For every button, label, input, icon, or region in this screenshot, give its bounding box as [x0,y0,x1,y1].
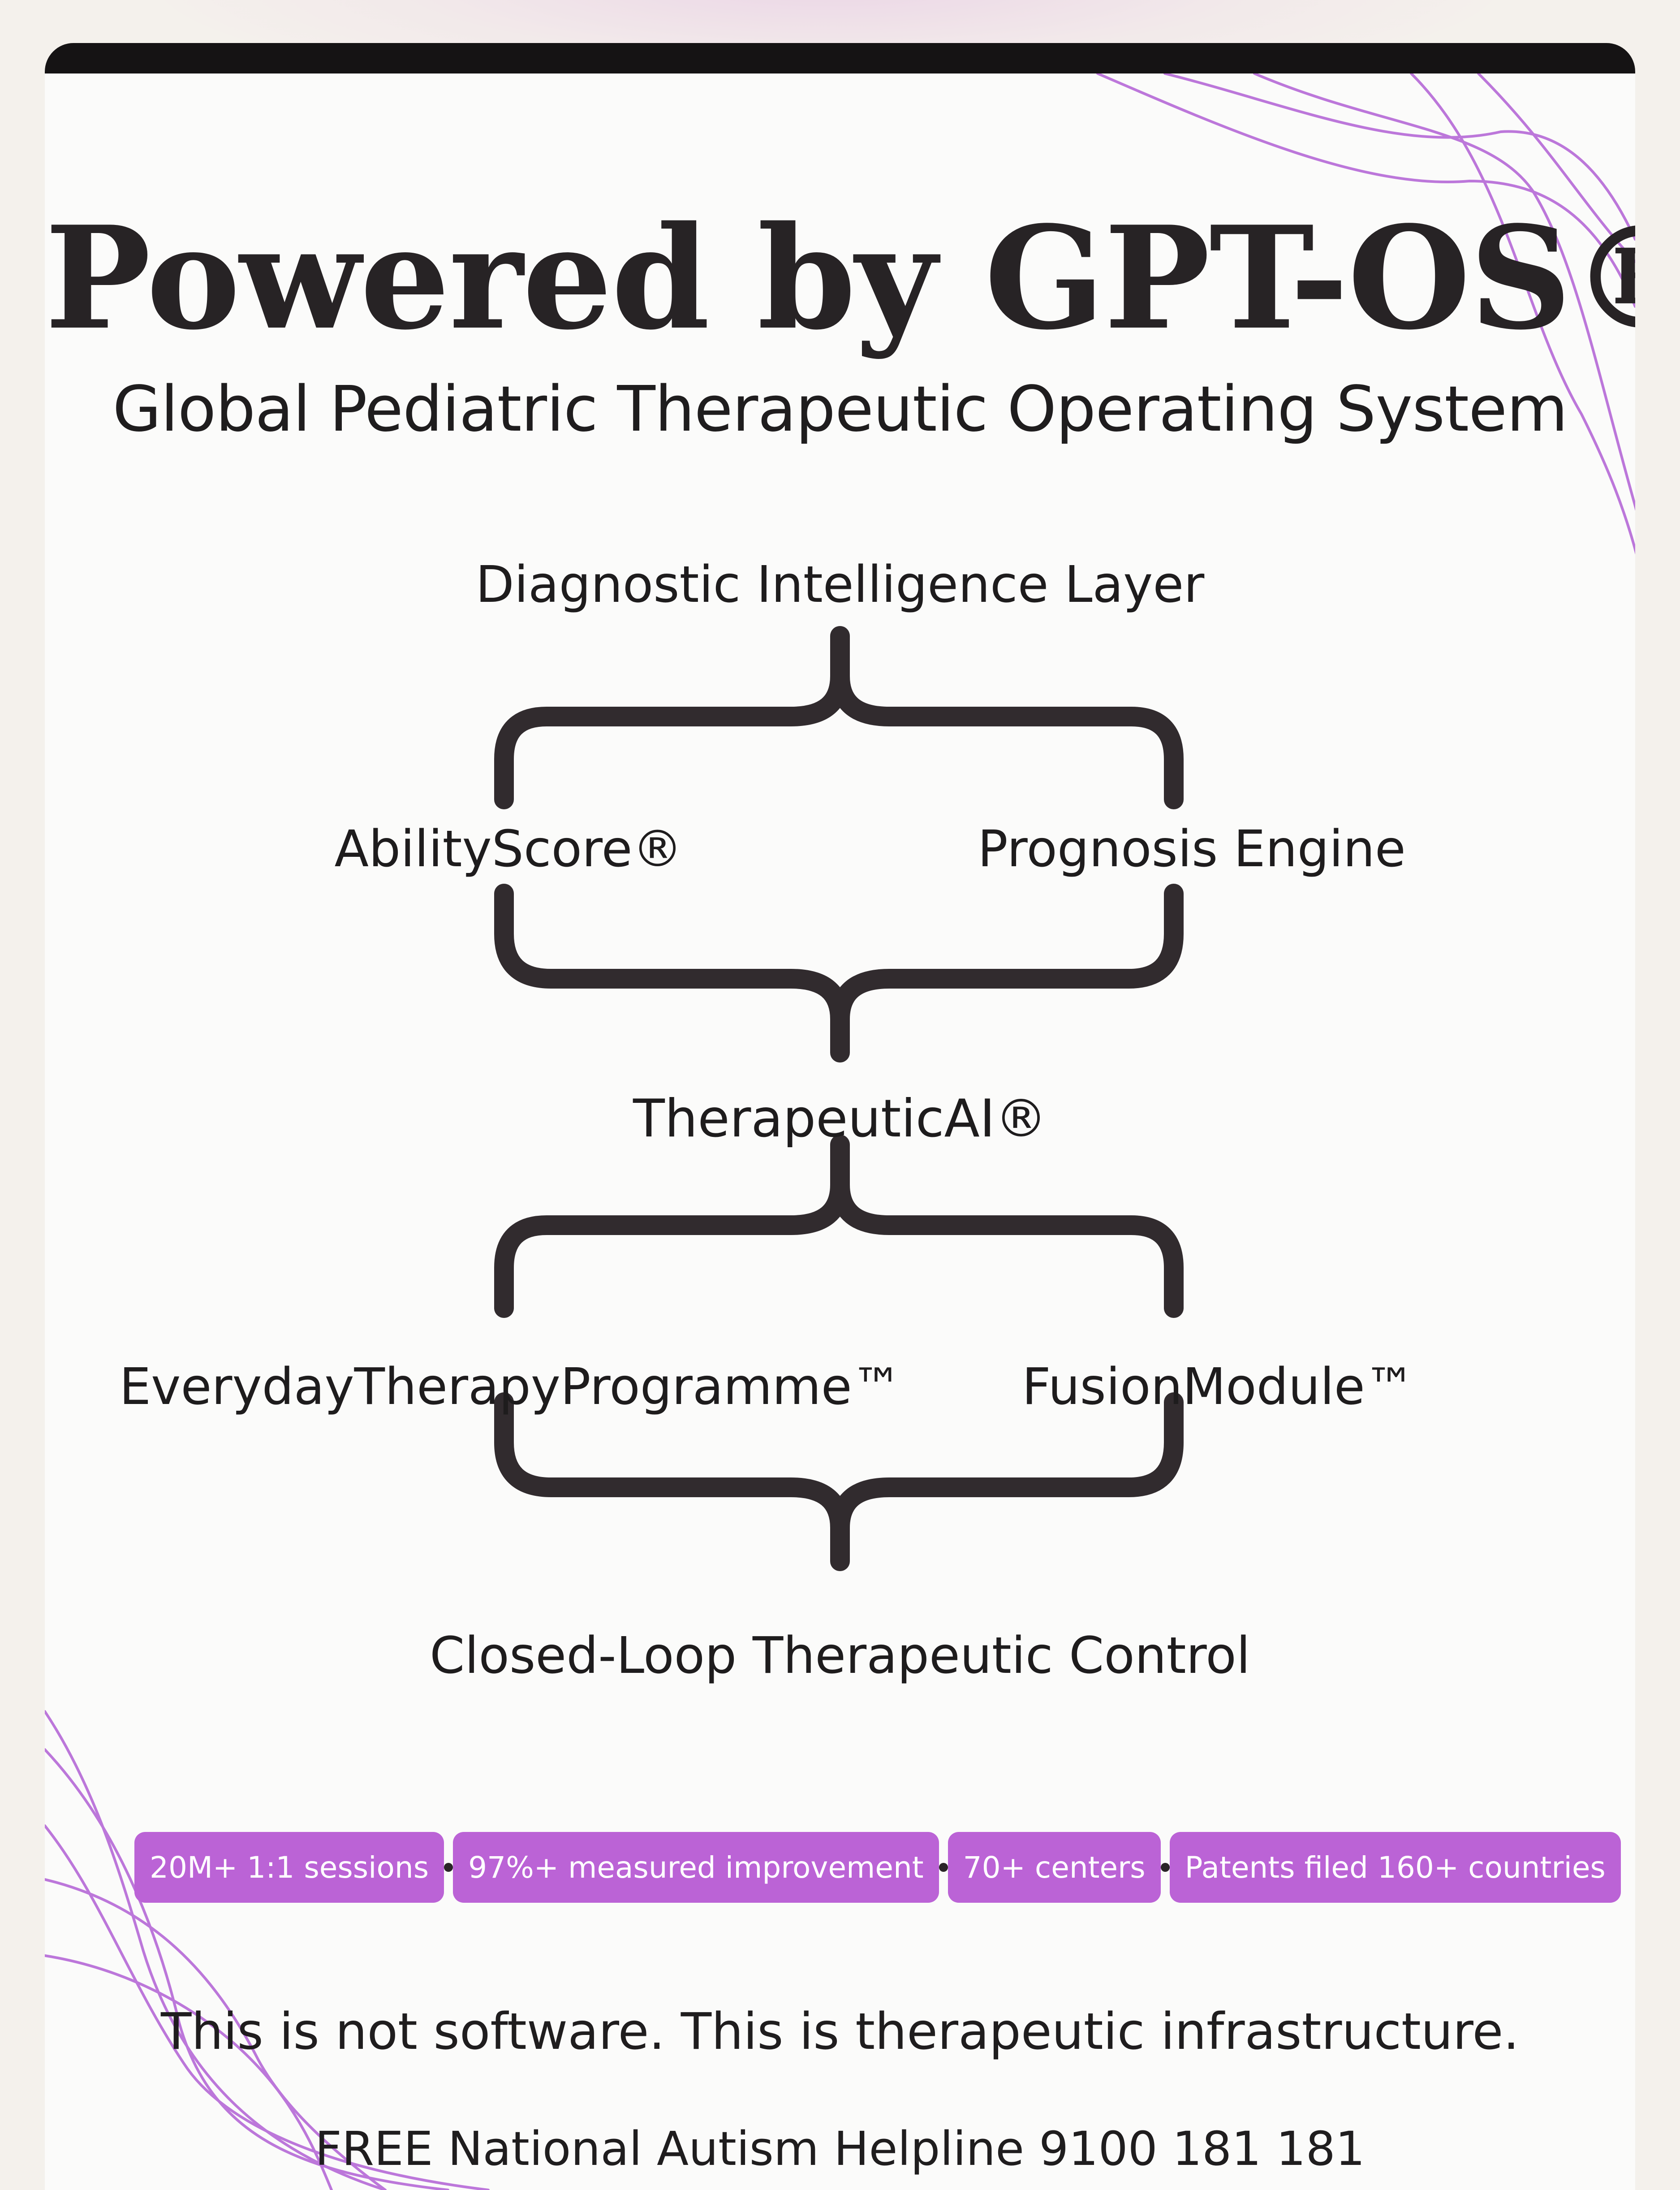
node-prognosis-engine: Prognosis Engine [978,820,1406,878]
separator-dot [939,1863,948,1872]
stat-improvement-badge: 97%+ measured improvement [453,1832,939,1903]
helpline-text: FREE National Autism Helpline 9100 181 1… [315,2121,1365,2176]
node-fusion-module: FusionModule™ [1022,1358,1415,1416]
tagline: This is not software. This is therapeuti… [160,2003,1520,2061]
page-title: Powered by GPT-OS® [45,195,1635,361]
node-diagnostic-intelligence-layer: Diagnostic Intelligence Layer [475,556,1205,614]
stat-centers-badge: 70+ centers [948,1832,1161,1903]
node-therapeutic-ai: TherapeuticAI® [633,1089,1047,1149]
node-closed-loop-therapeutic-control: Closed-Loop Therapeutic Control [430,1627,1250,1685]
node-ability-score: AbilityScore® [334,820,683,878]
diagram-connectors [494,626,1184,1571]
separator-dot [1160,1863,1170,1872]
connector-to-therapeutic-ai [494,884,1184,1063]
connector-top-diagnostic [494,626,1184,809]
diagram: Diagnostic Intelligence Layer AbilitySco… [45,73,1635,2190]
node-everyday-therapy-programme: EverydayTherapyProgramme™ [119,1358,902,1416]
separator-dot [444,1863,453,1872]
connector-to-closed-loop [494,1392,1184,1571]
decorative-lines [45,73,1635,2190]
connector-from-therapeutic-ai [494,1135,1184,1318]
stat-sessions-badge: 20M+ 1:1 sessions [134,1832,444,1903]
stat-patents-badge: Patents filed 160+ countries [1169,1832,1621,1903]
poster-card: Powered by GPT-OS® Global Pediatric Ther… [45,43,1635,2190]
stats-row: 20M+ 1:1 sessions 97%+ measured improvem… [134,1831,1621,1903]
page-subtitle: Global Pediatric Therapeutic Operating S… [112,373,1568,446]
